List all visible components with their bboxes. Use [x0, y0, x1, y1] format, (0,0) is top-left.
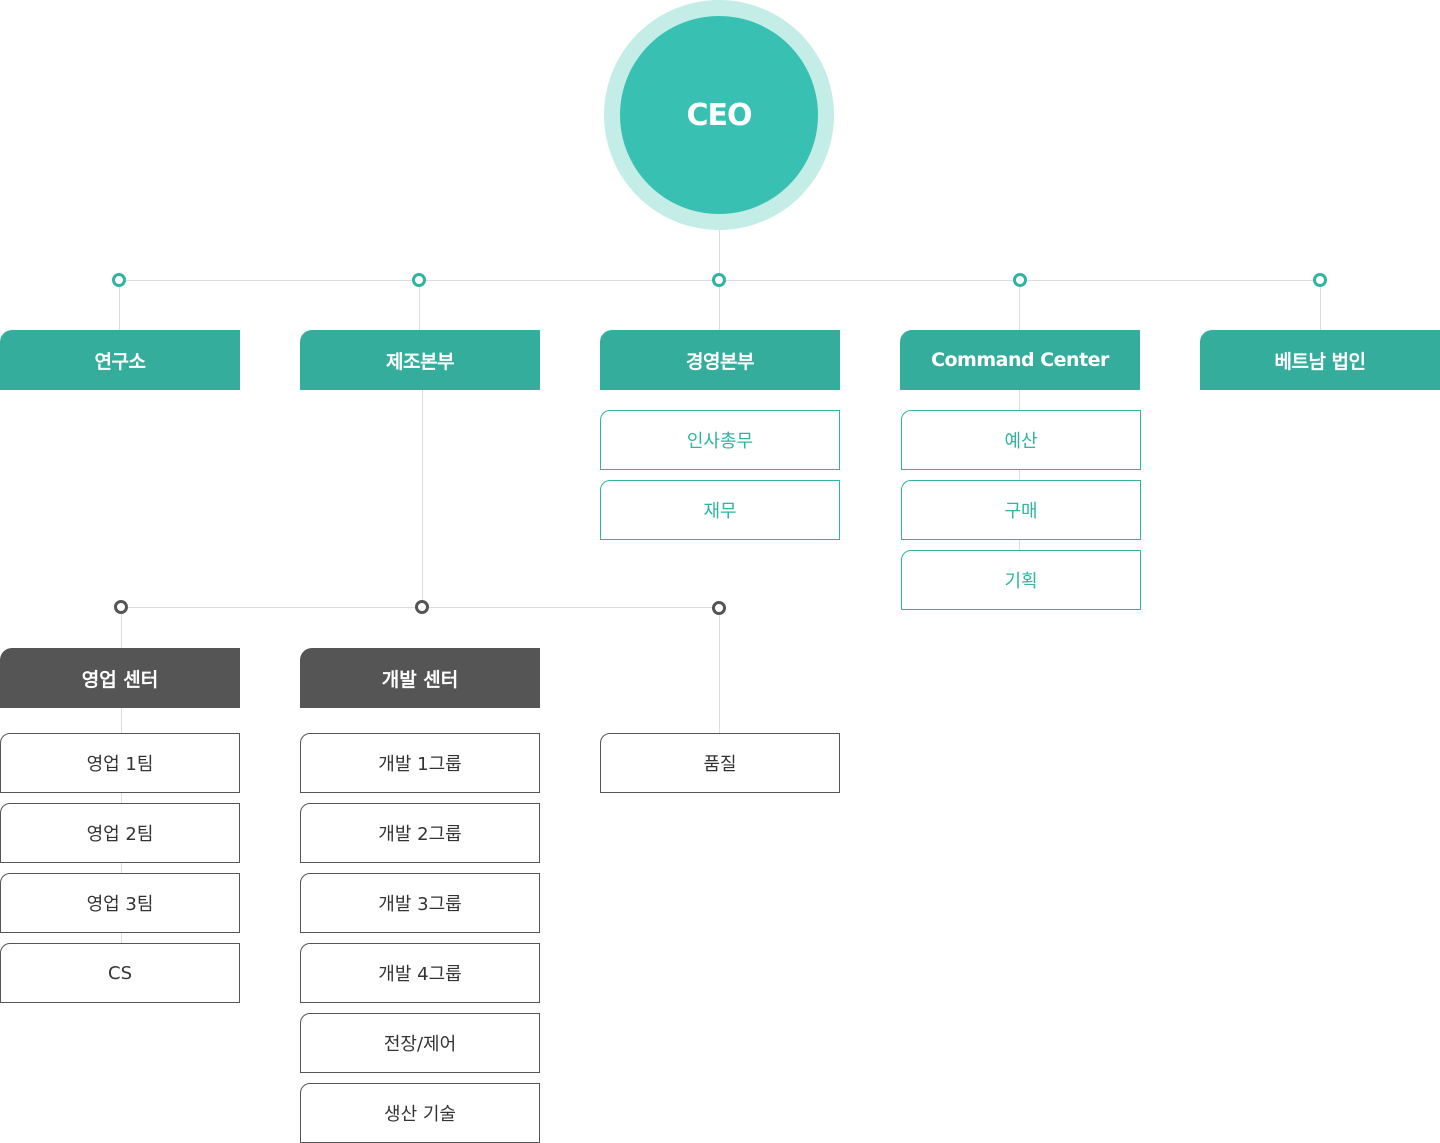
development-group: 전장/제어 [300, 1013, 540, 1073]
division-management: 경영본부 [600, 330, 840, 390]
center-development: 개발 센터 [300, 648, 540, 708]
division-vietnam-corp: 베트남 법인 [1200, 330, 1440, 390]
ceo-connector [719, 230, 720, 280]
sales-team: 영업 2팀 [0, 803, 240, 863]
unit-label: 품질 [703, 754, 737, 775]
division-node-dot [1013, 273, 1027, 287]
division-drop-line [1320, 287, 1321, 330]
division-label: 제조본부 [386, 350, 454, 373]
division-label: 베트남 법인 [1274, 350, 1366, 373]
unit-label: 개발 3그룹 [378, 894, 462, 915]
division-node-dot [1313, 273, 1327, 287]
command-center-unit: 예산 [901, 410, 1141, 470]
management-unit: 인사총무 [600, 410, 840, 470]
unit-label: 인사총무 [686, 431, 754, 452]
center-label: 영업 센터 [81, 668, 159, 691]
unit-label: 전장/제어 [383, 1034, 457, 1055]
center-node-dot [114, 600, 128, 614]
division-node-dot [412, 273, 426, 287]
command-center-unit: 기획 [901, 550, 1141, 610]
development-group: 생산 기술 [300, 1083, 540, 1143]
development-group: 개발 4그룹 [300, 943, 540, 1003]
sales-team: CS [0, 943, 240, 1003]
development-group: 개발 1그룹 [300, 733, 540, 793]
command-center-unit: 구매 [901, 480, 1141, 540]
division-manufacturing: 제조본부 [300, 330, 540, 390]
division-command-center: Command Center [900, 330, 1140, 390]
unit-label: CS [108, 962, 132, 984]
quality-unit: 품질 [600, 733, 840, 793]
division-label: 경영본부 [686, 350, 754, 373]
division-research-lab: 연구소 [0, 330, 240, 390]
division-drop-line [119, 287, 120, 330]
division-node-dot [112, 273, 126, 287]
division-drop-line [419, 287, 420, 330]
ceo-node: CEO [620, 16, 818, 214]
center-label: 개발 센터 [381, 668, 459, 691]
division-drop-line [1019, 287, 1020, 330]
unit-label: 개발 1그룹 [378, 754, 462, 775]
unit-label: 개발 4그룹 [378, 964, 462, 985]
division-label: Command Center [931, 349, 1109, 371]
manufacturing-spine [422, 390, 423, 607]
unit-label: 생산 기술 [384, 1104, 456, 1125]
unit-label: 개발 2그룹 [378, 824, 462, 845]
sales-team: 영업 1팀 [0, 733, 240, 793]
division-label: 연구소 [94, 350, 146, 373]
center-drop-line [121, 614, 122, 648]
center-sales: 영업 센터 [0, 648, 240, 708]
management-unit: 재무 [600, 480, 840, 540]
ceo-label: CEO [686, 97, 752, 133]
unit-label: 영업 3팀 [86, 894, 154, 915]
division-node-dot [712, 273, 726, 287]
unit-label: 기획 [1004, 571, 1038, 592]
unit-label: 영업 1팀 [86, 754, 154, 775]
center-node-dot [712, 601, 726, 615]
unit-label: 예산 [1004, 431, 1038, 452]
unit-label: 영업 2팀 [86, 824, 154, 845]
quality-drop-line [719, 615, 720, 733]
unit-label: 구매 [1004, 501, 1038, 522]
center-node-dot [415, 600, 429, 614]
sales-team: 영업 3팀 [0, 873, 240, 933]
unit-label: 재무 [703, 501, 737, 522]
division-drop-line [719, 287, 720, 330]
development-group: 개발 2그룹 [300, 803, 540, 863]
development-group: 개발 3그룹 [300, 873, 540, 933]
